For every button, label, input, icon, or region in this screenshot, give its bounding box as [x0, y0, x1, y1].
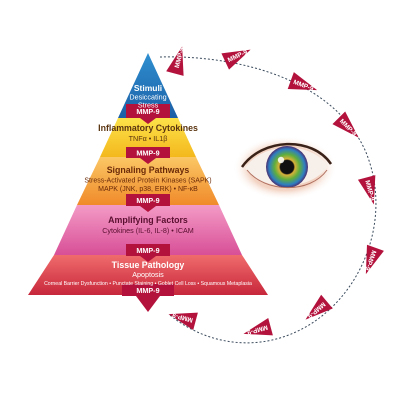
ring-marker: MMP-9: [168, 311, 198, 331]
pathology-title: Tissue Pathology: [112, 260, 185, 270]
eye-icon: [233, 136, 337, 200]
pyramid-tier-cytokines: [100, 118, 196, 157]
tier-marker-pathology: MMP-9: [122, 284, 174, 312]
tier-marker-amplifying: MMP-9: [126, 244, 170, 262]
svg-text:MMP-9: MMP-9: [136, 246, 159, 255]
ring-marker: MMP-9: [357, 175, 376, 205]
svg-text:MMP-9: MMP-9: [227, 49, 249, 64]
mmp9-cycle-ring: [159, 56, 377, 344]
ring-marker: MMP-9: [287, 72, 318, 93]
pathology-line-2: Corneal Barrier Dysfunction • Punctate S…: [44, 281, 252, 287]
stimuli-title: Stimuli: [134, 83, 162, 93]
signaling-line-2: MAPK (JNK, p38, ERK) • NF-κB: [98, 186, 198, 193]
ring-marker: MMP-9: [332, 111, 359, 138]
amplifying-line-1: Cytokines (IL-6, IL-8) • ICAM: [102, 226, 194, 235]
pyramid-tier-amplifying: [54, 205, 242, 255]
tier-marker-stimuli: MMP-9: [126, 104, 170, 124]
pathology-line-1: Apoptosis: [132, 270, 164, 279]
ring-marker: MMP-9: [363, 244, 384, 275]
cytokines-title: Inflammatory Cytokines: [98, 123, 198, 133]
ring-marker: MMP-9: [221, 49, 251, 70]
signaling-line-1: Stress-Activated Protein Kinases (SAPK): [84, 178, 211, 185]
pyramid: MMP-9 MMP-9 MMP-9 MMP-9 MMP-9 Stimuli De…: [28, 53, 268, 312]
pyramid-tier-signaling: [77, 157, 219, 205]
stimuli-line-2: Stress: [138, 101, 159, 110]
signaling-title: Signaling Pathways: [107, 165, 190, 175]
svg-text:MMP-9: MMP-9: [136, 286, 159, 295]
amplifying-title: Amplifying Factors: [108, 215, 188, 225]
tier-marker-cytokines: MMP-9: [126, 147, 170, 164]
pyramid-tier-pathology: [28, 255, 268, 295]
svg-text:MMP-9: MMP-9: [136, 107, 159, 116]
ring-marker: MMP-9: [243, 317, 273, 336]
pyramid-tier-stimuli: [118, 53, 178, 118]
ring-marker: MMP-9: [166, 46, 186, 76]
svg-text:MMP-9: MMP-9: [171, 311, 193, 323]
cytokines-line-1: TNFα • IL1β: [129, 134, 168, 143]
tier-marker-signaling: MMP-9: [126, 194, 170, 212]
svg-text:MMP-9: MMP-9: [136, 149, 159, 158]
svg-text:MMP-9: MMP-9: [136, 196, 159, 205]
stimuli-line-1: Desiccating: [129, 93, 166, 102]
